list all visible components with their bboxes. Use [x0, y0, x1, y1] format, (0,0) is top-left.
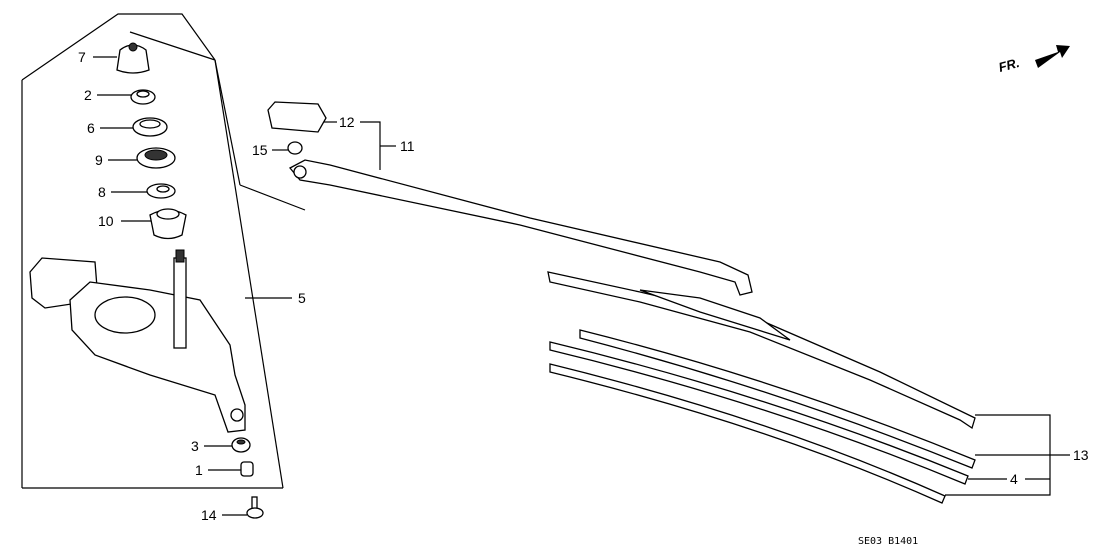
part-11-wiper-arm[interactable]: [288, 159, 753, 296]
diagram-code: SE03 B1401: [858, 536, 918, 547]
part-10-grommet[interactable]: [149, 208, 187, 240]
part-5-wiper-motor[interactable]: [29, 249, 246, 433]
callout-2: 2: [84, 87, 92, 103]
part-2-nut[interactable]: [130, 89, 156, 105]
callout-1: 1: [195, 462, 203, 478]
part-15-nut[interactable]: [287, 141, 303, 155]
callout-7: 7: [78, 49, 86, 65]
part-13-blade-rubber[interactable]: [579, 329, 976, 469]
front-direction-indicator: FR.: [997, 45, 1070, 75]
part-14-bolt[interactable]: [246, 496, 264, 519]
leader-lines: [93, 56, 1070, 516]
part-6-washer[interactable]: [132, 117, 168, 137]
front-label: FR.: [997, 55, 1021, 75]
part-9-bushing[interactable]: [136, 147, 176, 169]
callout-10: 10: [98, 213, 114, 229]
callout-12: 12: [339, 114, 355, 130]
callout-8: 8: [98, 184, 106, 200]
part-3-nut[interactable]: [231, 437, 251, 453]
part-12-cap[interactable]: [267, 101, 327, 133]
callout-3: 3: [191, 438, 199, 454]
callout-14: 14: [201, 507, 217, 523]
callout-13: 13: [1073, 447, 1089, 463]
callout-4: 4: [1010, 471, 1018, 487]
callout-6: 6: [87, 120, 95, 136]
part-1-collar[interactable]: [240, 461, 254, 477]
callout-11: 11: [400, 138, 415, 154]
assembly-outline: [21, 13, 306, 489]
callout-15: 15: [252, 142, 268, 158]
part-13-wiper-blade[interactable]: [547, 271, 976, 430]
part-7-cap[interactable]: [116, 42, 150, 74]
part-4-refill[interactable]: [549, 341, 969, 504]
front-arrow-icon: [1035, 45, 1070, 68]
callout-9: 9: [95, 152, 103, 168]
part-8-washer[interactable]: [146, 183, 176, 199]
callout-5: 5: [298, 290, 306, 306]
